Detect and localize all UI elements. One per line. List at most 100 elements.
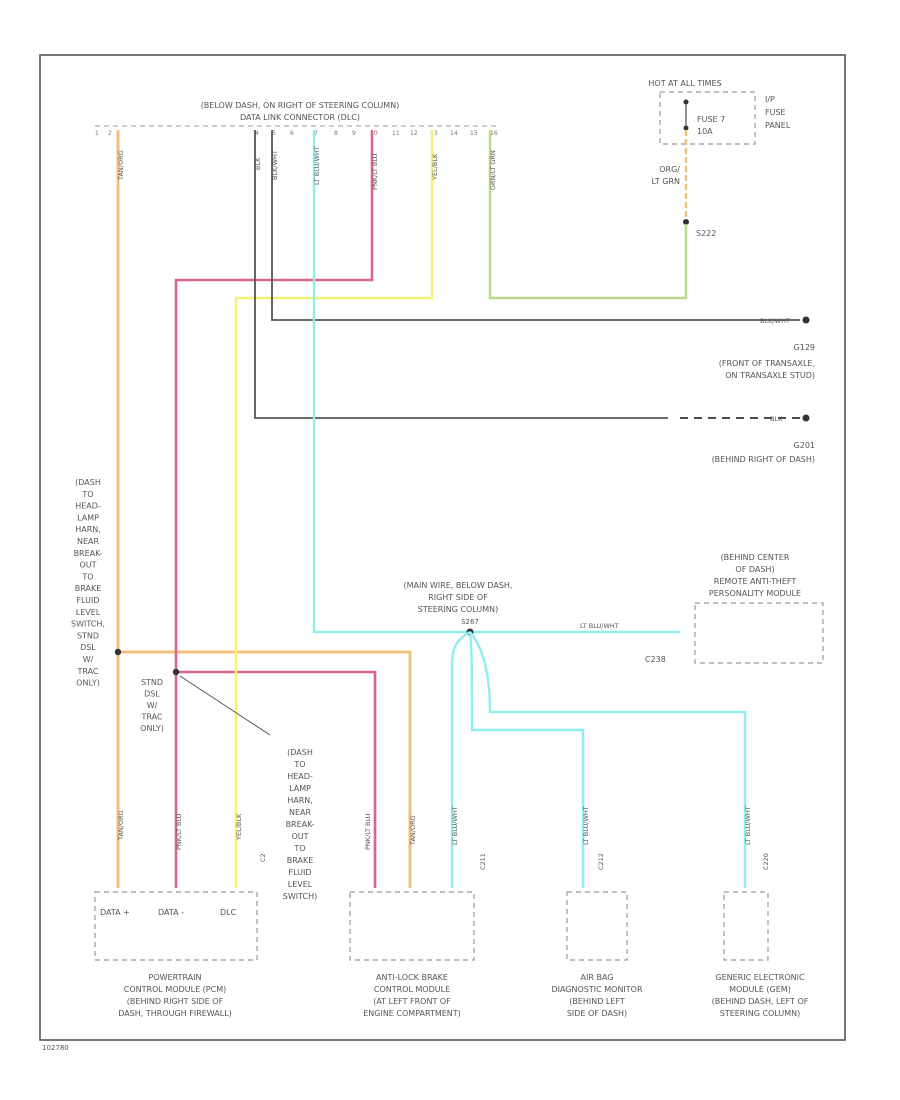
fuse-panel-line3: PANEL — [765, 121, 791, 130]
wire-label-lt-blu-wht-top: LT BLU/WHT — [313, 146, 321, 185]
left-note-line: HEAD- — [75, 502, 101, 511]
splice-s222 — [683, 219, 689, 225]
g129-id: G129 — [794, 343, 815, 352]
pcm-line1: POWERTRAIN — [149, 973, 202, 982]
wire-label-tan-org-top: TAN/ORG — [117, 150, 125, 181]
airbag-line1: AIR BAG — [581, 973, 614, 982]
top-connector-subtitle: DATA LINK CONNECTOR (DLC) — [240, 113, 360, 122]
pats-line1: (BEHIND CENTER — [721, 553, 790, 562]
callout-note-line: SWITCH) — [283, 892, 318, 901]
pcm-line4: DASH, THROUGH FIREWALL) — [118, 1009, 232, 1018]
airbag-line2: DIAGNOSTIC MONITOR — [551, 985, 643, 994]
left-note-line: BRAKE — [75, 584, 102, 593]
wire-label-c220: C220 — [762, 853, 770, 870]
airbag-line4: SIDE OF DASH) — [567, 1009, 627, 1018]
mid-note-line: W/ — [147, 701, 158, 710]
wire-grn-lt-grn — [488, 130, 688, 300]
callout-note-line: FLUID — [288, 868, 311, 877]
wire-label-blk-top: BLK — [254, 157, 262, 170]
callout-note-line: LEVEL — [288, 880, 313, 889]
wire-blk-wht — [271, 130, 800, 321]
fuse-wire-color-2: LT GRN — [651, 177, 680, 186]
pcm-pin-data-plus: DATA + — [100, 908, 130, 917]
left-note: (DASHTOHEAD-LAMPHARN,NEARBREAK-OUTTOBRAK… — [71, 478, 105, 688]
pin-number: 14 — [450, 130, 458, 137]
pin-number: 12 — [410, 130, 418, 137]
pin-number: 13 — [430, 130, 438, 137]
abs-line1: ANTI-LOCK BRAKE — [376, 973, 448, 982]
gem-line3: (BEHIND DASH, LEFT OF — [712, 997, 809, 1006]
callout-note-line: BREAK- — [286, 820, 315, 829]
g201-id: G201 — [794, 441, 815, 450]
ground-g201-terminal — [802, 414, 810, 422]
gem-line4: STEERING COLUMN) — [720, 1009, 801, 1018]
pin-number: 2 — [108, 130, 112, 137]
wire-label-yel-blk-pcm: YEL/BLK — [235, 813, 243, 841]
dlc-pin-numbers: 1 2 4 5 6 7 8 9 10 11 12 13 14 15 16 — [95, 130, 498, 137]
callout-note-line: BRAKE — [287, 856, 314, 865]
pcm-pin-data-minus: DATA - — [158, 908, 184, 917]
mid-note-line: STND — [141, 678, 163, 687]
mid-note-line: TRAC — [140, 713, 162, 722]
wire-label-pnk-lt-blu-abs: PNK/LT BLU — [364, 813, 372, 850]
wire-lt-blu-wht — [312, 130, 468, 634]
wire-label-blk-wht-top: BLK/WHT — [271, 150, 279, 180]
left-note-line: (DASH — [75, 478, 101, 487]
pin-number: 4 — [255, 130, 259, 137]
splice-pnk-lt-blu — [172, 668, 180, 676]
splice-s222-label: S222 — [696, 229, 716, 238]
pats-line2: OF DASH) — [735, 565, 774, 574]
abs-line4: ENGINE COMPARTMENT) — [363, 1009, 461, 1018]
wire-pnk-lt-blu — [174, 130, 374, 888]
g201-location: (BEHIND RIGHT OF DASH) — [712, 455, 815, 464]
pin-number: 6 — [290, 130, 294, 137]
s267-line1: (MAIN WIRE, BELOW DASH, — [404, 581, 513, 590]
fuse-panel-box — [659, 91, 756, 145]
callout-note-line: TO — [293, 760, 305, 769]
callout-note-line: LAMP — [289, 784, 311, 793]
callout-note-line: NEAR — [289, 808, 312, 817]
left-note-line: TRAC — [76, 667, 98, 676]
abs-line3: (AT LEFT FRONT OF — [373, 997, 451, 1006]
top-connector-title: (BELOW DASH, ON RIGHT OF STEERING COLUMN… — [201, 101, 400, 110]
footer-code: 102780 — [42, 1044, 69, 1052]
left-note-line: STND — [77, 631, 99, 640]
wire-label-grn-lt-grn-top: GRN/LT GRN — [489, 150, 497, 190]
fuse-amps: 10A — [697, 127, 713, 136]
airbag-line3: (BEHIND LEFT — [569, 997, 625, 1006]
pin-number: 5 — [272, 130, 276, 137]
fuse-label: FUSE 7 — [697, 115, 725, 124]
callout-leader — [179, 675, 271, 736]
callout-note-line: TO — [293, 844, 305, 853]
wire-label-c211: C211 — [479, 853, 487, 870]
wire-lt-blu-wht-abs — [450, 630, 471, 888]
pin-number: 10 — [370, 130, 378, 137]
left-note-line: HARN, — [75, 525, 101, 534]
fuse-terminal — [683, 125, 689, 131]
wire-tan-org-abs — [118, 650, 412, 888]
callout-note: (DASHTOHEAD-LAMPHARN,NEARBREAK-OUTTOBRAK… — [283, 748, 318, 901]
pcm-module-box — [94, 891, 258, 961]
left-note-line: ONLY) — [76, 679, 100, 688]
mid-note-line: ONLY) — [140, 724, 164, 733]
pin-number: 11 — [392, 130, 400, 137]
wire-label-pnk-lt-blu-pcm: PNK/LT BLU — [175, 813, 183, 850]
pcm-line2: CONTROL MODULE (PCM) — [124, 985, 226, 994]
wire-label-lt-blu-wht-airbag: LT BLU/WHT — [582, 806, 590, 845]
wire-lt-blu-wht-airbag — [468, 631, 585, 888]
left-note-line: W/ — [83, 655, 94, 664]
pcm-line3: (BEHIND RIGHT SIDE OF — [127, 997, 224, 1006]
gem-line1: GENERIC ELECTRONIC — [715, 973, 805, 982]
g129-wire-label: BLK/WHT — [760, 317, 790, 325]
ground-g129-terminal — [802, 316, 810, 324]
left-note-line: FLUID — [76, 596, 99, 605]
wire-pnk-lt-blu-abs — [176, 670, 377, 888]
wire-label-lt-blu-wht-gem: LT BLU/WHT — [744, 806, 752, 845]
gem-module-box — [723, 891, 769, 961]
splice-tan-org — [114, 648, 122, 656]
airbag-module-box — [566, 891, 628, 961]
fuse-header: HOT AT ALL TIMES — [648, 79, 721, 88]
wire-label-pnk-lt-blu-top: PNK/LT BLU — [371, 153, 379, 190]
pin-number: 9 — [352, 130, 356, 137]
